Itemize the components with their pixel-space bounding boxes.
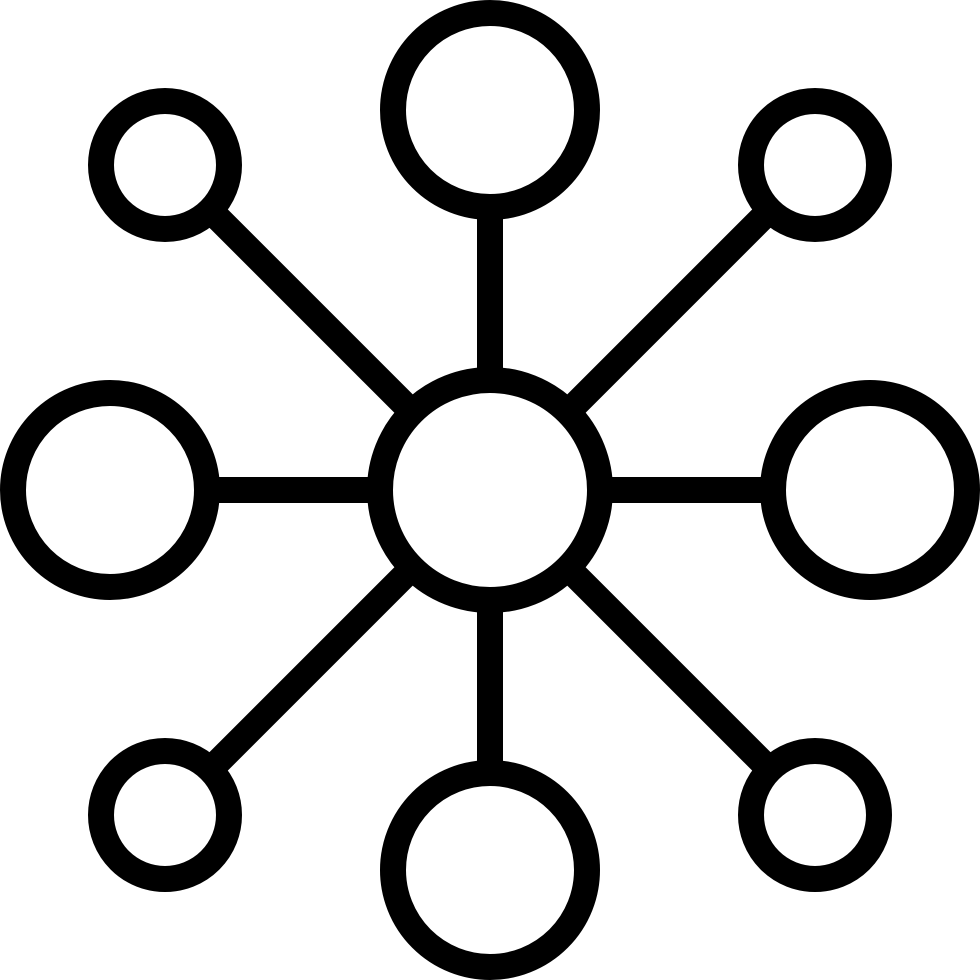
bottom-left-node-circle [88, 738, 242, 892]
top-left-node-connector-line [201, 201, 422, 422]
left-node-circle [0, 380, 220, 600]
bottom-right-node-connector-line [558, 558, 779, 779]
bottom-right-node-circle [738, 738, 892, 892]
top-right-node-circle [738, 88, 892, 242]
bottom-node-circle [380, 760, 600, 980]
connector-lines [201, 201, 779, 779]
right-node-circle [760, 380, 980, 600]
top-right-node-connector-line [558, 201, 779, 422]
top-node-circle [380, 0, 600, 220]
bottom-left-node-connector-line [201, 558, 422, 779]
center-hub-circle [367, 367, 613, 613]
top-left-node-circle [88, 88, 242, 242]
